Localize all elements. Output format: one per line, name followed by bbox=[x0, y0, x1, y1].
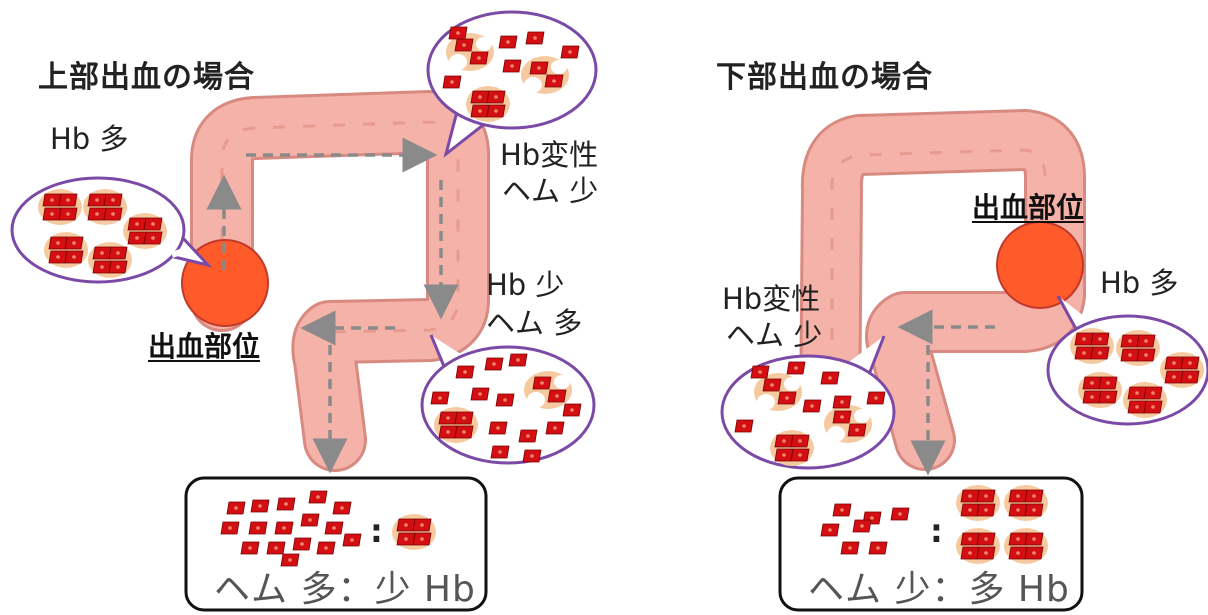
right-bubble-degraded bbox=[722, 336, 894, 468]
right-panel-title: 下部出血の場合 bbox=[716, 52, 933, 96]
left-result-text: ヘム 多：少 Hb bbox=[214, 560, 476, 612]
right-bubble-hb-many bbox=[1048, 296, 1208, 424]
right-label-degraded-line2: ヘム 少 bbox=[726, 318, 822, 353]
left-panel-title: 上部出血の場合 bbox=[38, 52, 255, 96]
left-result-colon: : bbox=[370, 512, 383, 550]
right-bleeding-site-marker bbox=[997, 222, 1083, 308]
left-bubble-many-heme bbox=[422, 335, 594, 463]
left-label-degraded-line1: Hb変性 bbox=[500, 138, 598, 173]
right-bleeding-site-label: 出血部位 bbox=[972, 186, 1084, 226]
right-result-colon: : bbox=[930, 512, 943, 550]
left-label-hb-many: Hb 多 bbox=[50, 122, 128, 157]
left-bubble-degraded bbox=[428, 12, 596, 154]
right-result-text: ヘム 少：多 Hb bbox=[808, 560, 1070, 612]
right-label-hb-many: Hb 多 bbox=[1100, 266, 1178, 301]
left-bubble-hb-many bbox=[12, 178, 208, 282]
left-label-mid-line2: ヘム 多 bbox=[486, 306, 582, 341]
left-bleeding-site-label: 出血部位 bbox=[148, 325, 260, 365]
left-label-degraded-line2: ヘム 少 bbox=[502, 174, 598, 209]
right-label-degraded-line1: Hb変性 bbox=[722, 282, 820, 317]
left-label-mid-line1: Hb 少 bbox=[486, 268, 564, 303]
